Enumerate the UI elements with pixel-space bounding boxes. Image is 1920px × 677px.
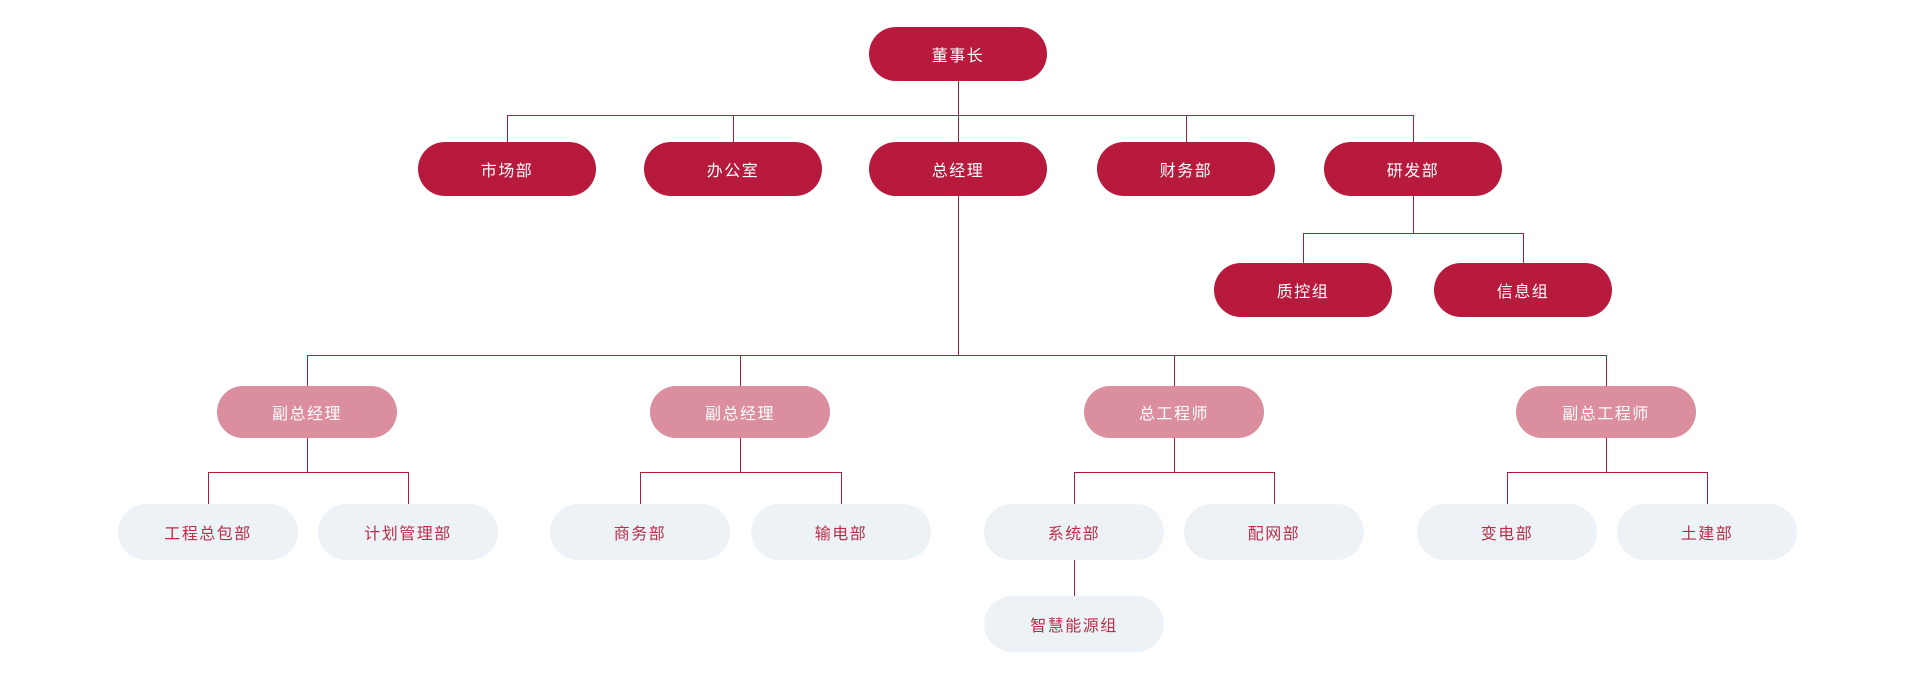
org-node-finance-dept[interactable]: 财务部 xyxy=(1097,142,1275,196)
org-node-smart-energy-group[interactable]: 智慧能源组 xyxy=(984,596,1164,652)
connector-line xyxy=(640,472,841,473)
org-node-distribution-dept[interactable]: 配网部 xyxy=(1184,504,1364,560)
org-node-chief-engineer[interactable]: 总工程师 xyxy=(1084,386,1264,438)
connector-line xyxy=(1074,472,1075,504)
org-node-marketing-dept[interactable]: 市场部 xyxy=(418,142,596,196)
connector-line xyxy=(208,472,408,473)
connector-line xyxy=(740,438,741,472)
connector-line xyxy=(408,472,409,504)
connector-line xyxy=(841,472,842,504)
connector-line xyxy=(1507,472,1508,504)
org-node-epc-dept[interactable]: 工程总包部 xyxy=(118,504,298,560)
connector-line xyxy=(640,472,641,504)
connector-line xyxy=(733,115,734,142)
org-node-qc-group[interactable]: 质控组 xyxy=(1214,263,1392,317)
org-node-system-dept[interactable]: 系统部 xyxy=(984,504,1164,560)
connector-line xyxy=(1303,233,1523,234)
org-node-transmission-dept[interactable]: 输电部 xyxy=(751,504,931,560)
org-node-civil-dept[interactable]: 土建部 xyxy=(1617,504,1797,560)
connector-line xyxy=(507,115,508,142)
connector-line xyxy=(307,438,308,472)
connector-line xyxy=(1174,355,1175,386)
connector-line xyxy=(1413,115,1414,142)
connector-line xyxy=(1707,472,1708,504)
org-node-commerce-dept[interactable]: 商务部 xyxy=(550,504,730,560)
connector-line xyxy=(958,80,959,142)
connector-line xyxy=(1606,438,1607,472)
connector-line xyxy=(208,472,209,504)
connector-line xyxy=(1186,115,1187,142)
org-node-general-manager[interactable]: 总经理 xyxy=(869,142,1047,196)
org-node-rd-dept[interactable]: 研发部 xyxy=(1324,142,1502,196)
connector-line xyxy=(1074,560,1075,596)
connector-line xyxy=(1074,472,1274,473)
org-node-deputy-gm-2[interactable]: 副总经理 xyxy=(650,386,830,438)
connector-line xyxy=(1523,233,1524,263)
org-node-deputy-chief-engineer[interactable]: 副总工程师 xyxy=(1516,386,1696,438)
connector-line xyxy=(507,115,1413,116)
connector-line xyxy=(1606,355,1607,386)
connector-line xyxy=(958,196,959,355)
org-node-info-group[interactable]: 信息组 xyxy=(1434,263,1612,317)
connector-line xyxy=(1413,196,1414,233)
connector-line xyxy=(1303,233,1304,263)
org-node-deputy-gm-1[interactable]: 副总经理 xyxy=(217,386,397,438)
org-node-substation-dept[interactable]: 变电部 xyxy=(1417,504,1597,560)
org-node-planning-dept[interactable]: 计划管理部 xyxy=(318,504,498,560)
connector-line xyxy=(1174,438,1175,472)
connector-line xyxy=(740,355,741,386)
org-node-chairman[interactable]: 董事长 xyxy=(869,27,1047,81)
connector-line xyxy=(307,355,1606,356)
org-node-office[interactable]: 办公室 xyxy=(644,142,822,196)
connector-line xyxy=(307,355,308,386)
connector-line xyxy=(1507,472,1707,473)
connector-line xyxy=(1274,472,1275,504)
